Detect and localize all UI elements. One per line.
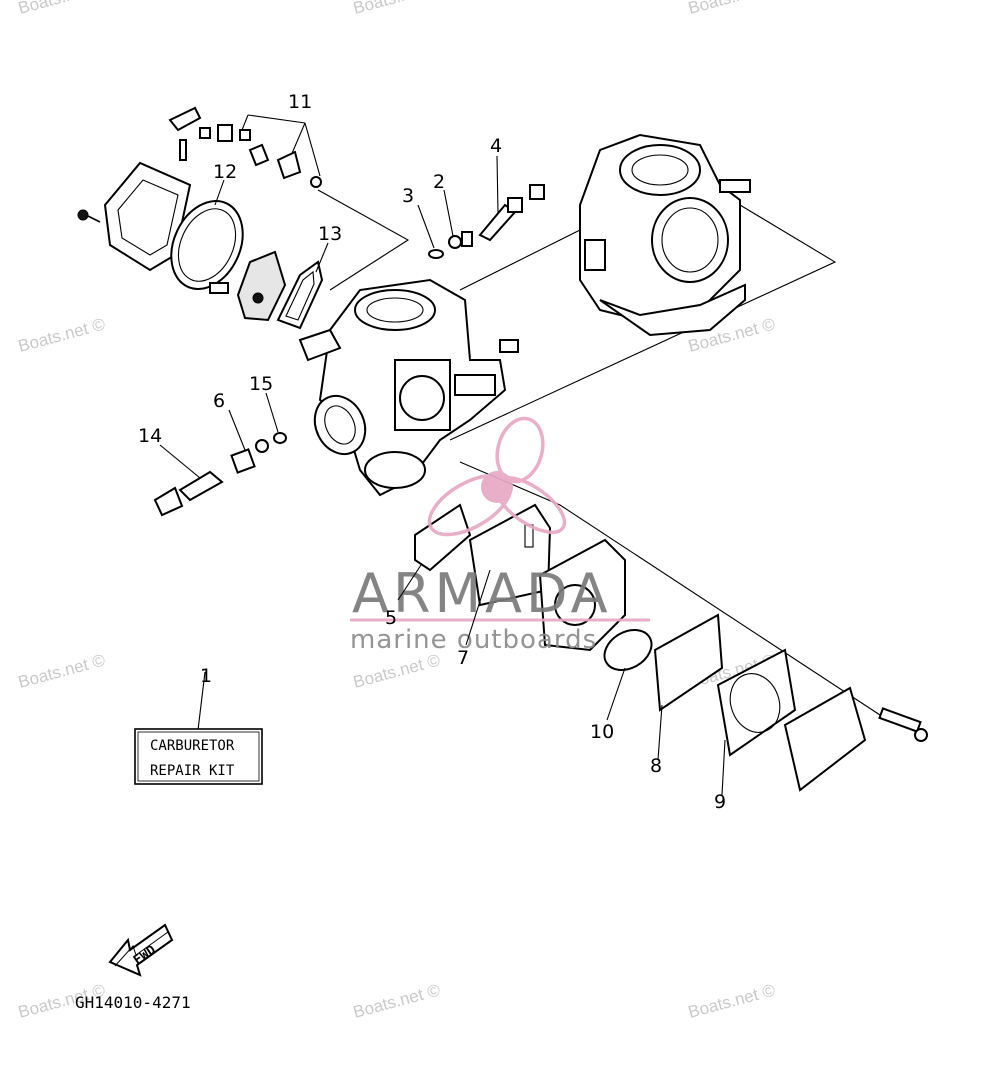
watermark: Boats.net © xyxy=(351,0,442,18)
kit-line-1: CARBURETOR xyxy=(150,738,235,754)
label-12: 12 xyxy=(213,161,237,183)
diaphragm-5 xyxy=(414,503,472,572)
gasket-8 xyxy=(653,613,724,712)
figure-code: GH14010-4271 xyxy=(75,993,191,1012)
carburetor-body-front xyxy=(298,278,519,497)
watermark: Boats.net © xyxy=(351,980,442,1022)
small-hardware xyxy=(168,106,322,294)
label-5: 5 xyxy=(385,607,397,629)
diaphragm-10 xyxy=(603,629,653,671)
repair-kit-box: CARBURETOR REPAIR KIT xyxy=(134,728,263,785)
watermark: Boats.net © xyxy=(351,650,442,692)
label-7: 7 xyxy=(457,647,469,669)
label-15: 15 xyxy=(249,373,273,395)
part-labels: 11 12 3 2 4 13 15 6 14 5 7 10 8 9 1 xyxy=(138,91,726,813)
brand-tagline: marine outboards xyxy=(350,625,597,655)
label-14: 14 xyxy=(138,425,162,447)
idle-screw-group xyxy=(153,432,287,517)
watermark: Boats.net © xyxy=(16,0,107,18)
label-8: 8 xyxy=(650,755,662,777)
pilot-screw-group xyxy=(428,197,523,259)
brand-name: ARMADA xyxy=(352,562,612,625)
fwd-arrow-icon: FWD xyxy=(108,923,174,977)
label-13: 13 xyxy=(318,223,342,245)
label-11: 11 xyxy=(288,91,312,113)
enrichener-cover-group xyxy=(77,106,324,330)
diaphragm-12 xyxy=(170,200,244,290)
label-1: 1 xyxy=(200,665,212,687)
label-3: 3 xyxy=(402,185,414,207)
propeller-logo xyxy=(427,416,567,537)
fuel-pump-group xyxy=(414,503,928,792)
label-4: 4 xyxy=(490,135,502,157)
label-6: 6 xyxy=(213,390,225,412)
kit-line-2: REPAIR KIT xyxy=(150,763,235,779)
label-2: 2 xyxy=(433,171,445,193)
pump-cover xyxy=(783,686,867,792)
label-10: 10 xyxy=(590,721,614,743)
watermark: Boats.net © xyxy=(686,980,777,1022)
watermark: Boats.net © xyxy=(686,0,777,18)
brand-overlay: ARMADA marine outboards xyxy=(350,416,650,655)
watermark: Boats.net © xyxy=(16,314,107,356)
gasket-9 xyxy=(716,648,797,757)
spring-housing xyxy=(236,250,287,322)
gasket-7 xyxy=(468,503,552,607)
gasket-13 xyxy=(276,260,324,330)
watermark: Boats.net © xyxy=(16,650,107,692)
label-9: 9 xyxy=(714,791,726,813)
leader-lines xyxy=(159,155,726,796)
carburetor-body-rear xyxy=(529,133,751,337)
